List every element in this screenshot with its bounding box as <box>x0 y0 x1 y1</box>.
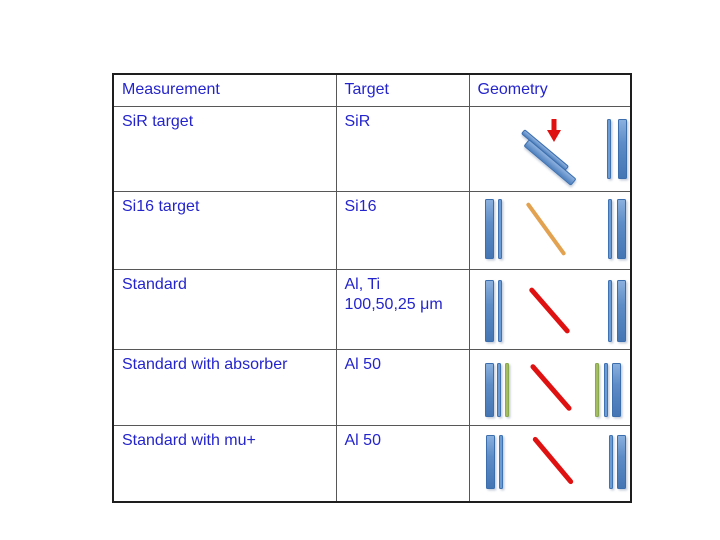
detector-bar-thin <box>603 362 608 417</box>
detector-bar-thin <box>497 279 502 342</box>
target-cell: SiR <box>335 105 470 192</box>
target-cell: Al, Ti 100,50,25 μm <box>335 268 470 350</box>
absorber-bar-green <box>504 362 509 417</box>
detector-bar-thin <box>607 198 612 259</box>
geometry-cell <box>468 190 632 270</box>
beam-arrow-icon <box>546 118 561 142</box>
measurement-cell: SiR target <box>112 105 337 192</box>
measurement-cell: Si16 target <box>112 190 337 270</box>
geometry-diagram <box>478 355 623 420</box>
detector-bar-thick <box>484 198 494 259</box>
tilted-target-bar-thick <box>522 138 577 186</box>
geometry-diagram <box>478 431 626 496</box>
measurement-cell: Standard with absorber <box>112 348 337 426</box>
geometry-cell <box>468 348 632 426</box>
target-track-orange <box>525 201 566 256</box>
table-row: SiR target SiR <box>112 105 632 192</box>
col-header-target: Target <box>335 73 470 107</box>
target-cell: Al 50 <box>335 348 470 426</box>
detector-bar-thin <box>607 279 612 342</box>
geometry-cell <box>468 268 632 350</box>
header-row: Measurement Target Geometry <box>112 73 632 107</box>
detector-bar-thin <box>496 362 501 417</box>
detector-bar-thick <box>616 198 626 259</box>
geometry-diagram <box>478 112 627 186</box>
measurements-table: Measurement Target Geometry SiR target S… <box>112 73 632 503</box>
table-row: Standard with absorber Al 50 <box>112 348 632 426</box>
table-row: Standard Al, Ti 100,50,25 μm <box>112 268 632 350</box>
detector-bar-thick <box>484 362 494 417</box>
beam-track-red <box>528 362 573 412</box>
col-header-geometry: Geometry <box>468 73 632 107</box>
target-cell: Si16 <box>335 190 470 270</box>
geometry-cell <box>468 424 632 502</box>
detector-bar-thin <box>497 198 502 259</box>
geometry-cell <box>468 105 632 192</box>
detector-bar-thick <box>611 362 621 417</box>
detector-bar-thick <box>485 434 495 489</box>
beam-track-red <box>531 435 574 485</box>
geometry-diagram <box>478 275 626 344</box>
detector-bar-thick <box>484 279 494 342</box>
measurement-cell: Standard <box>112 268 337 350</box>
detector-bar-thin <box>608 434 613 489</box>
detector-bar-thin <box>606 118 611 179</box>
beam-track-red <box>527 286 571 334</box>
geometry-diagram <box>478 197 626 264</box>
detector-bar-thick <box>616 279 626 342</box>
absorber-bar-green <box>594 362 599 417</box>
table-row: Si16 target Si16 <box>112 190 632 270</box>
detector-bar-thick <box>616 434 626 489</box>
table-row: Standard with mu+ Al 50 <box>112 424 632 502</box>
target-cell: Al 50 <box>335 424 470 502</box>
detector-bar-thick <box>617 118 627 179</box>
col-header-measurement: Measurement <box>112 73 337 107</box>
measurement-cell: Standard with mu+ <box>112 424 337 502</box>
detector-bar-thin <box>498 434 503 489</box>
